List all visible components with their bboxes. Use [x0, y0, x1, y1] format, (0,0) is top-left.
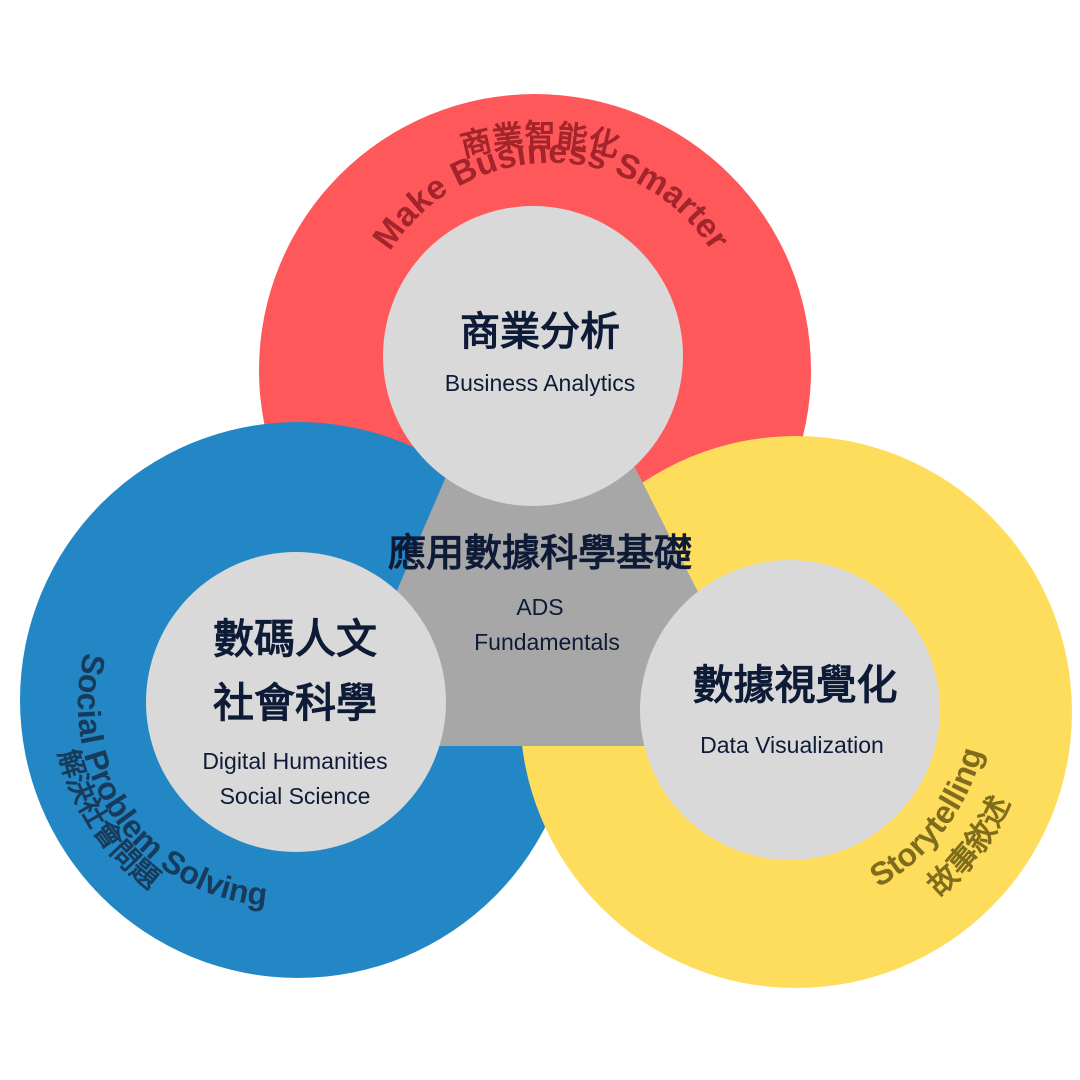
top-circle-subtitle: Business Analytics — [445, 370, 635, 396]
center-subtitle-line2: Fundamentals — [474, 629, 620, 655]
left-circle-subtitle-line1: Digital Humanities — [202, 748, 387, 774]
left-circle-title-line2: 社會科學 — [213, 680, 377, 726]
center-triangle — [330, 270, 776, 746]
right-circle-title: 數據視覺化 — [693, 662, 898, 708]
top-inner-circle — [383, 206, 683, 506]
center-title: 應用數據科學基礎 — [388, 532, 692, 575]
left-circle-title-line1: 數碼人文 — [213, 616, 377, 662]
top-circle-title: 商業分析 — [460, 310, 620, 354]
left-inner-circle — [146, 552, 446, 852]
right-circle-subtitle: Data Visualization — [700, 732, 884, 758]
left-circle-subtitle-line2: Social Science — [220, 783, 371, 809]
center-subtitle-line1: ADS — [516, 594, 563, 620]
right-inner-circle — [640, 560, 940, 860]
